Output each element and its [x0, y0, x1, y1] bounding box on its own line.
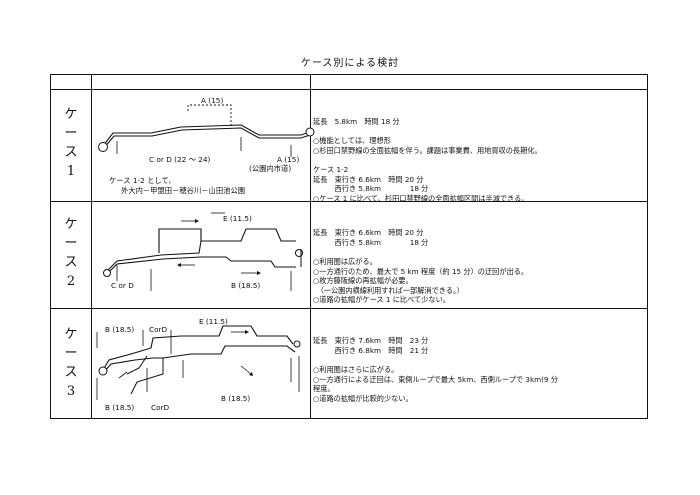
label-column-divider: [91, 75, 92, 418]
case-3-description: 延長 東行き 7.6km 時間 23 分 西行き 6.8km 時間 21 分 ○…: [313, 336, 558, 403]
label-cd: C or D (22 ～ 24): [149, 155, 210, 164]
diagram-column-divider: [310, 75, 311, 418]
label-cd-bottom: CorD: [151, 403, 170, 412]
label-b-bottom: B (18.5): [105, 403, 134, 412]
label-e: E (11.5): [223, 214, 252, 223]
label-b: B (18.5): [231, 281, 260, 290]
case-2-description: 延長 東行き 6.6km 時間 20 分 西行き 5.8km 18 分 ○利用圏…: [313, 228, 529, 305]
header-row-divider: [51, 89, 647, 90]
label-e: E (11.5): [199, 317, 228, 326]
label-cd-top: CorD: [149, 325, 168, 334]
row-divider-2: [51, 308, 647, 309]
label-a-top: A (15): [201, 96, 223, 105]
page-title: ケース別による検討: [300, 58, 400, 69]
label-b-top: B (18.5): [105, 325, 134, 334]
case-1-note-line1: ケース 1-2 として、: [109, 176, 176, 185]
row-divider-1: [51, 201, 647, 202]
case-1-description: 延長 5.8km 時間 18 分 ○機能としては、理想形○杉田口禁野線の全面拡幅…: [313, 117, 542, 203]
case-1-route-diagram: A (15) C or D (22 ～ 24) A (15) (公園内市道) ケ…: [98, 96, 315, 195]
label-city-road: (公園内市道): [249, 164, 291, 173]
case-1-note-line2: 外大内－甲盟田－穂谷川－山田池公園: [121, 186, 245, 195]
case-2-route-diagram: E (11.5) C or D B (18.5): [103, 212, 303, 291]
label-b-mid: B (18.5): [221, 394, 250, 403]
case-3-route-diagram: B (18.5) CorD E (11.5) B (18.5) CorD B (…: [96, 317, 301, 412]
label-a-right: A (15): [277, 155, 299, 164]
label-cd: C or D: [111, 281, 134, 290]
